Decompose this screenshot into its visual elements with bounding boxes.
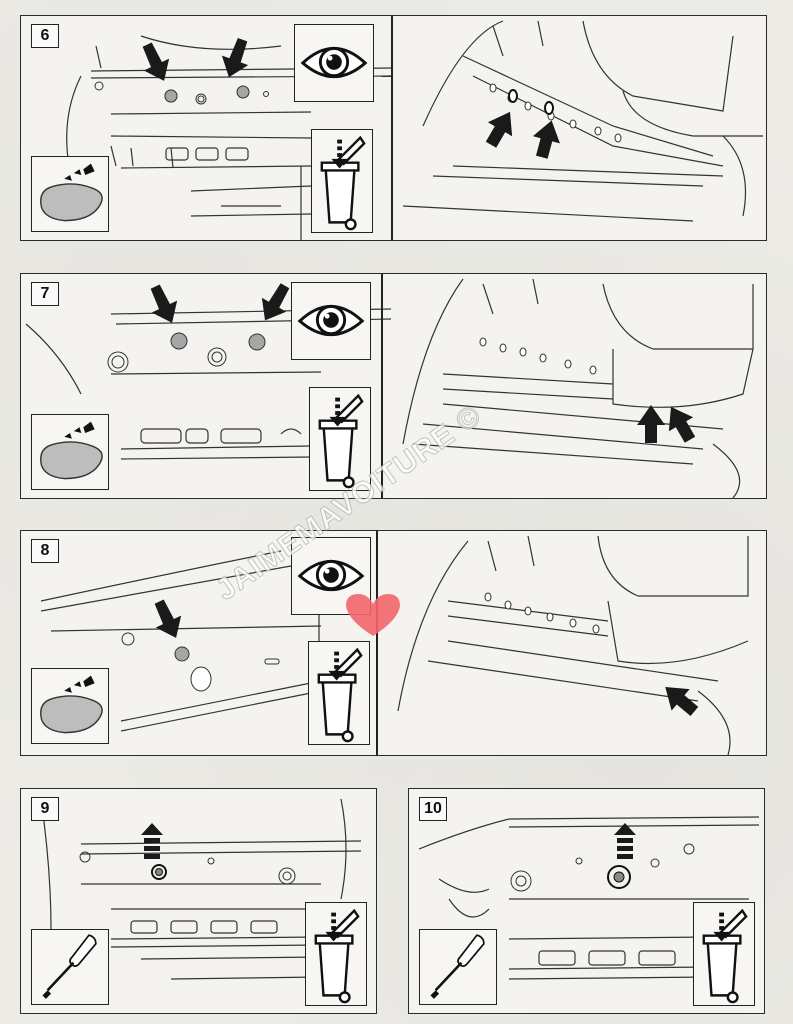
floor-pan-drawing-left bbox=[21, 16, 393, 240]
trash-bin-icon bbox=[308, 641, 370, 745]
step-10-panel: 10 bbox=[408, 788, 765, 1014]
step-number: 8 bbox=[31, 539, 59, 563]
arrow-down bbox=[142, 280, 185, 329]
arrow-down bbox=[215, 34, 256, 83]
trash-bin-icon bbox=[305, 902, 367, 1006]
arrow-down bbox=[146, 595, 189, 644]
step-number: 6 bbox=[31, 24, 59, 48]
arrow-up bbox=[656, 676, 704, 723]
eye-icon bbox=[291, 282, 371, 360]
arrow-up bbox=[637, 405, 665, 443]
hole-marker bbox=[248, 333, 266, 351]
trash-bin-icon bbox=[311, 129, 373, 233]
sealant-swab-icon bbox=[31, 156, 109, 232]
panel-divider bbox=[376, 531, 378, 755]
heart-icon bbox=[346, 594, 400, 636]
trash-bin-icon bbox=[309, 387, 371, 491]
step-9-panel: 9 bbox=[20, 788, 377, 1014]
arrow-up bbox=[478, 104, 523, 152]
step-8-panel: 8 bbox=[20, 530, 767, 756]
arrow-up bbox=[528, 116, 566, 161]
hole-marker bbox=[236, 85, 250, 99]
sealant-swab-icon bbox=[31, 668, 109, 744]
hole-marker bbox=[164, 89, 178, 103]
step-7-panel: 7 bbox=[20, 273, 767, 499]
hole-marker bbox=[170, 332, 188, 350]
floor-pan-drawing bbox=[21, 789, 376, 1013]
floor-pan-drawing bbox=[409, 789, 764, 1013]
step-number: 10 bbox=[419, 797, 447, 821]
panel-divider bbox=[391, 16, 393, 240]
sealant-swab-icon bbox=[31, 414, 109, 490]
eye-icon bbox=[294, 24, 374, 102]
sill-drawing-right bbox=[383, 274, 766, 498]
arrow-down bbox=[134, 38, 177, 87]
trash-bin-icon bbox=[693, 902, 755, 1006]
step-number: 9 bbox=[31, 797, 59, 821]
screwdriver-icon bbox=[419, 929, 497, 1005]
screwdriver-icon bbox=[31, 929, 109, 1005]
step-number: 7 bbox=[31, 282, 59, 306]
floor-pan-drawing-left bbox=[21, 531, 393, 755]
sill-drawing-right bbox=[393, 16, 766, 240]
sill-drawing-right bbox=[378, 531, 766, 755]
dashed-up-arrow-icon bbox=[614, 823, 636, 859]
step-6-panel: 6 bbox=[20, 15, 767, 241]
panel-divider bbox=[381, 274, 383, 498]
hole-marker bbox=[174, 646, 190, 662]
